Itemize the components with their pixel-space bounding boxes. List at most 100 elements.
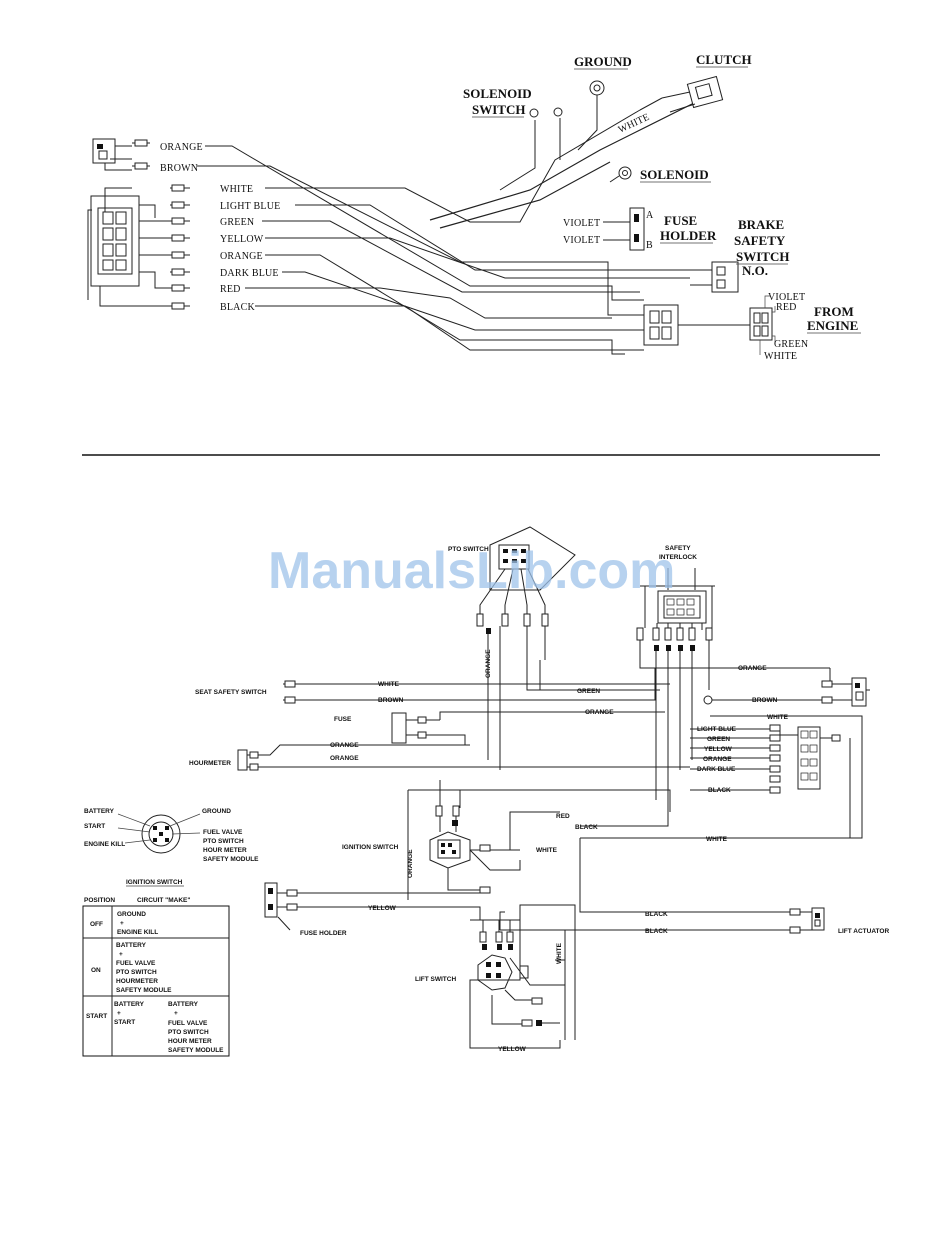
harness-connector xyxy=(87,187,170,307)
callout-solenoid-switch-2: SWITCH xyxy=(472,102,525,117)
wire-orange-r: ORANGE xyxy=(703,756,732,763)
key-pto-switch: PTO SWITCH xyxy=(203,838,244,845)
lift-switch xyxy=(469,904,576,1049)
ignition-key-diagram: BATTERY START ENGINE KILL GROUND FUEL VA… xyxy=(84,808,259,863)
table-header-circuit: CIRCUIT "MAKE" xyxy=(137,897,190,904)
pto-switch-label: PTO SWITCH xyxy=(448,546,489,553)
row-start-position: START xyxy=(86,1013,107,1020)
row-on-line-4: PTO SWITCH xyxy=(116,969,157,976)
ignition-switch xyxy=(407,778,671,900)
top-callouts: SOLENOID SWITCH GROUND CLUTCH SOLENOID F… xyxy=(463,52,861,362)
key-battery: BATTERY xyxy=(84,808,115,815)
bottom-wiring-diagram: PTO SWITCH SAFETY INTERLOCK SEAT SAFETY … xyxy=(82,526,889,1057)
watermark: ManualsLib.com xyxy=(268,542,675,600)
wire-label-orange-1: ORANGE xyxy=(160,142,203,153)
engine-connector xyxy=(749,295,776,355)
wire-label-black: BLACK xyxy=(220,302,255,313)
seat-connector xyxy=(92,138,132,171)
wire-label-orange-2: ORANGE xyxy=(220,251,263,262)
row-on-line-6: SAFETY MODULE xyxy=(116,987,172,994)
hourmeter xyxy=(237,744,690,771)
callout-engine: ENGINE xyxy=(807,318,858,333)
engine-wire-green: GREEN xyxy=(774,339,808,350)
wire-white-long: WHITE xyxy=(706,836,728,843)
row-start-right-2: + xyxy=(174,1010,178,1017)
callout-solenoid: SOLENOID xyxy=(640,167,709,182)
key-start: START xyxy=(84,823,105,830)
row-off-line-3: ENGINE KILL xyxy=(117,929,158,936)
fuse-inline xyxy=(350,711,500,746)
wire-black-r: BLACK xyxy=(708,787,731,794)
key-safety-module: SAFETY MODULE xyxy=(203,856,259,863)
wire-orange-hour-2: ORANGE xyxy=(330,755,359,762)
fuse-a-label: A xyxy=(646,210,654,221)
row-start-line-2: + xyxy=(117,1010,121,1017)
callout-from: FROM xyxy=(814,304,854,319)
engine-wire-red: RED xyxy=(776,302,797,313)
row-start-line-3: START xyxy=(114,1019,135,1026)
wire-label-dark-blue: DARK BLUE xyxy=(220,268,279,279)
safety-interlock-module xyxy=(636,568,830,810)
row-start-right-4: PTO SWITCH xyxy=(168,1029,209,1036)
wire-light-blue: LIGHT BLUE xyxy=(697,726,737,733)
hourmeter-label: HOURMETER xyxy=(189,760,231,767)
wire-bundle xyxy=(197,92,701,355)
wire-label-brown: BROWN xyxy=(160,163,198,174)
table-header-position: POSITION xyxy=(84,897,115,904)
fuse-holder-top xyxy=(603,207,645,251)
row-on-line-1: BATTERY xyxy=(116,942,147,949)
right-8pin-connector xyxy=(690,724,862,839)
callout-switch: SWITCH xyxy=(736,249,789,264)
callout-no: N.O. xyxy=(742,263,768,278)
callout-ground: GROUND xyxy=(574,54,632,69)
callout-safety: SAFETY xyxy=(734,233,786,248)
lift-actuator-label: LIFT ACTUATOR xyxy=(838,928,889,935)
lift-actuator xyxy=(499,838,825,934)
wire-yellow-bottom: YELLOW xyxy=(498,1046,527,1053)
row-on-line-2: + xyxy=(119,951,123,958)
seat-safety-switch-label: SEAT SAFETY SWITCH xyxy=(195,689,267,696)
wire-red-ign: RED xyxy=(556,813,570,820)
safety-label-2: INTERLOCK xyxy=(659,554,697,561)
row-off-line-1: GROUND xyxy=(117,911,146,918)
key-fuel-valve: FUEL VALVE xyxy=(203,829,243,836)
wire-label-red: RED xyxy=(220,284,241,295)
safety-label-1: SAFETY xyxy=(665,545,691,552)
wire-label-light-blue: LIGHT BLUE xyxy=(220,201,280,212)
wire-brown-right: BROWN xyxy=(752,697,778,704)
row-off-line-2: + xyxy=(120,920,124,927)
fuse-violet-a: VIOLET xyxy=(563,218,600,229)
ground-terminal xyxy=(589,80,605,96)
wire-white-seat: WHITE xyxy=(378,681,400,688)
wire-yellow-fuse: YELLOW xyxy=(368,905,397,912)
wire-black-lift-2: BLACK xyxy=(645,928,668,935)
wire-white-lift-vertical: WHITE xyxy=(556,942,563,964)
ignition-switch-label: IGNITION SWITCH xyxy=(342,844,399,851)
right-top-connector xyxy=(703,668,870,707)
wire-white-ign: WHITE xyxy=(536,847,558,854)
clutch-white-wire: WHITE xyxy=(617,112,652,136)
wire-label-green: GREEN xyxy=(220,217,254,228)
wire-black-lift-1: BLACK xyxy=(645,911,668,918)
callout-holder: HOLDER xyxy=(660,228,717,243)
callout-fuse: FUSE xyxy=(664,213,697,228)
row-off-position: OFF xyxy=(90,921,103,928)
fuse-b-label: B xyxy=(646,240,653,251)
wire-label-yellow: YELLOW xyxy=(220,234,264,245)
row-on-line-5: HOURMETER xyxy=(116,978,158,985)
row-start-right-3: FUEL VALVE xyxy=(168,1020,208,1027)
fuse-holder-label: FUSE HOLDER xyxy=(300,930,347,937)
callout-clutch: CLUTCH xyxy=(696,52,752,67)
wire-orange-mid: ORANGE xyxy=(585,709,614,716)
seat-safety-connectors xyxy=(283,668,670,704)
wire-orange-hour-1: ORANGE xyxy=(330,742,359,749)
row-start-right-1: BATTERY xyxy=(168,1001,199,1008)
key-hour-meter: HOUR METER xyxy=(203,847,247,854)
row-start-right-5: HOUR METER xyxy=(168,1038,212,1045)
fuse-label: FUSE xyxy=(334,716,352,723)
key-engine-kill: ENGINE KILL xyxy=(84,841,125,848)
clutch-connector xyxy=(661,75,724,113)
bullet-connectors-left xyxy=(132,139,190,310)
pto-switch xyxy=(476,526,576,770)
